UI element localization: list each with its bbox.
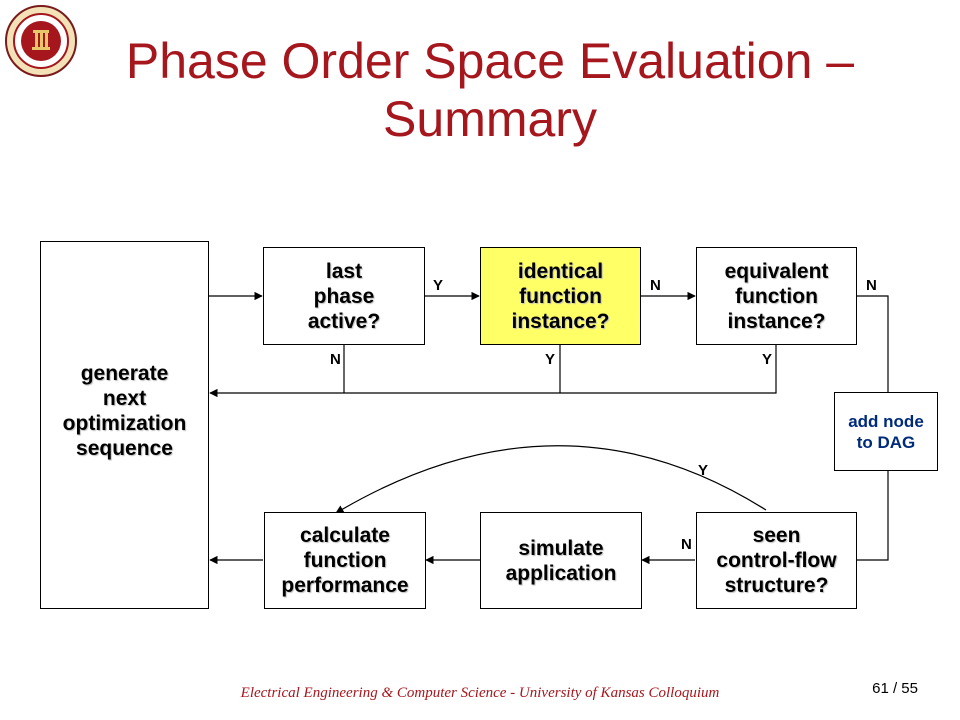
university-seal-icon	[5, 5, 77, 77]
edge-equivalent-yes-return	[209, 345, 777, 398]
label-identical-no: N	[650, 277, 661, 294]
label-identical-yes: Y	[545, 351, 556, 368]
node-equivalent-function-instance: equivalent function instance?	[696, 247, 857, 345]
node-last-phase-active: last phase active?	[263, 247, 425, 345]
slide-title-line-2: Summary	[383, 91, 597, 147]
node-generate-next-sequence: generate next optimization sequence	[40, 241, 209, 609]
edge-add-node-to-seen	[857, 471, 889, 561]
slide-title-line-1: Phase Order Space Evaluation –	[125, 33, 855, 89]
page-number: 61 / 55	[872, 680, 918, 697]
node-simulate-application: simulate application	[480, 512, 642, 609]
label-last-phase-no: N	[330, 351, 341, 368]
label-equivalent-no: N	[866, 277, 877, 294]
label-last-phase-yes: Y	[433, 277, 444, 294]
node-calculate-function-performance: calculate function performance	[264, 512, 426, 609]
edge-equivalent-no	[857, 295, 889, 392]
node-seen-control-flow-structure: seen control-flow structure?	[696, 512, 857, 609]
footer-text: Electrical Engineering & Computer Scienc…	[240, 685, 720, 701]
node-identical-function-instance: identical function instance?	[480, 247, 641, 345]
node-add-node-to-dag: add node to DAG	[834, 392, 938, 471]
edge-seen-yes-curve	[335, 445, 767, 514]
label-equivalent-yes: Y	[762, 351, 773, 368]
label-seen-no: N	[681, 536, 692, 553]
label-seen-yes: Y	[698, 462, 709, 479]
slide-title: Phase Order Space Evaluation – Summary	[90, 32, 890, 148]
